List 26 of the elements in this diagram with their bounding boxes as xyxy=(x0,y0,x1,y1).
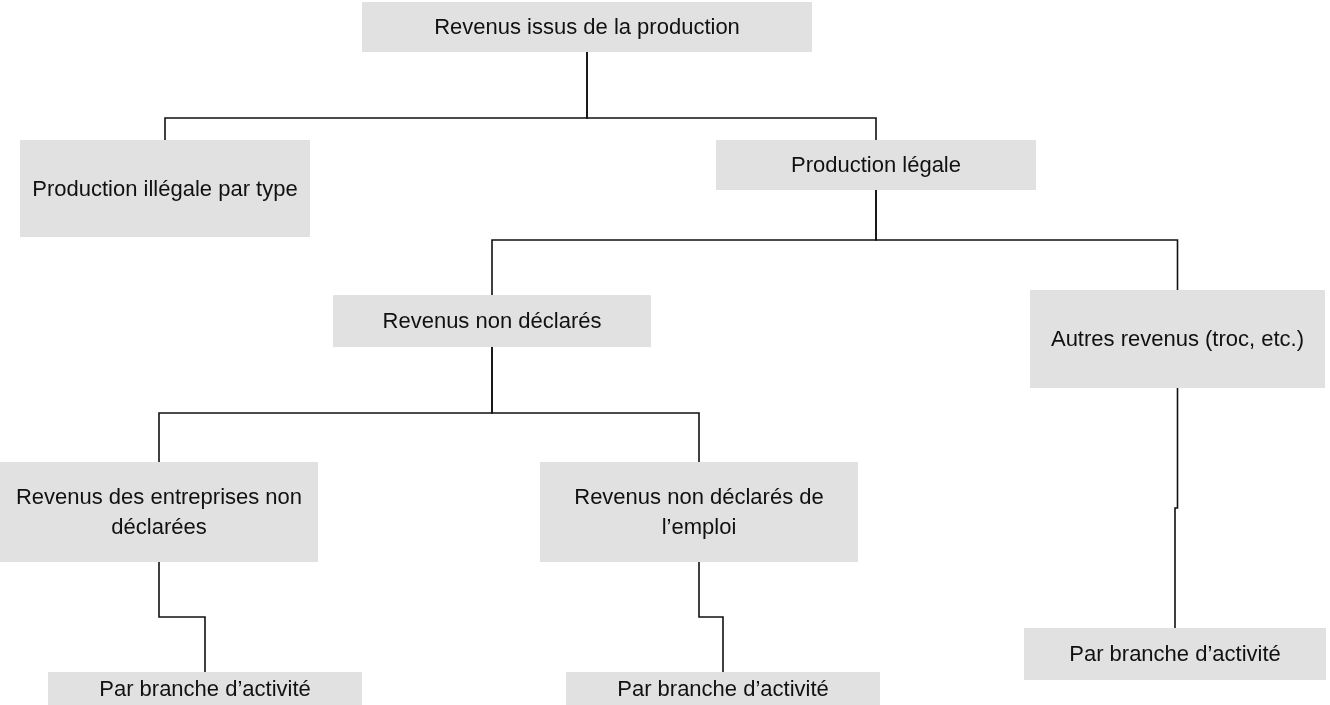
label-box xyxy=(566,672,880,705)
connector-line xyxy=(158,561,206,673)
connector-line xyxy=(698,561,724,673)
label-box xyxy=(333,295,651,347)
label-box xyxy=(362,2,812,52)
box-text: Par branche d’activité xyxy=(1069,640,1281,668)
box-text: Revenus des entreprises non déclarées xyxy=(14,483,304,541)
connector-line xyxy=(875,189,1179,291)
label-box xyxy=(0,462,318,562)
box-text: Revenus non déclarés xyxy=(382,307,602,335)
label-box xyxy=(540,462,858,562)
connector-line xyxy=(491,346,700,463)
label-box xyxy=(1030,290,1325,388)
label-box xyxy=(20,140,310,237)
box-text: Revenus issus de la production xyxy=(434,13,740,41)
connector-line xyxy=(1174,387,1179,629)
box-text: Production légale xyxy=(791,151,961,179)
label-box xyxy=(48,672,362,705)
connector-line xyxy=(586,51,877,141)
label-box xyxy=(1024,628,1326,680)
label-box xyxy=(716,140,1036,190)
box-text: Par branche d’activité xyxy=(617,674,829,703)
box-text: Production illégale par type xyxy=(32,174,298,203)
box-text: Par branche d’activité xyxy=(99,674,311,703)
box-text: Autres revenus (troc, etc.) xyxy=(1050,325,1305,353)
box-text: Revenus non déclarés de l’emploi xyxy=(573,483,825,541)
